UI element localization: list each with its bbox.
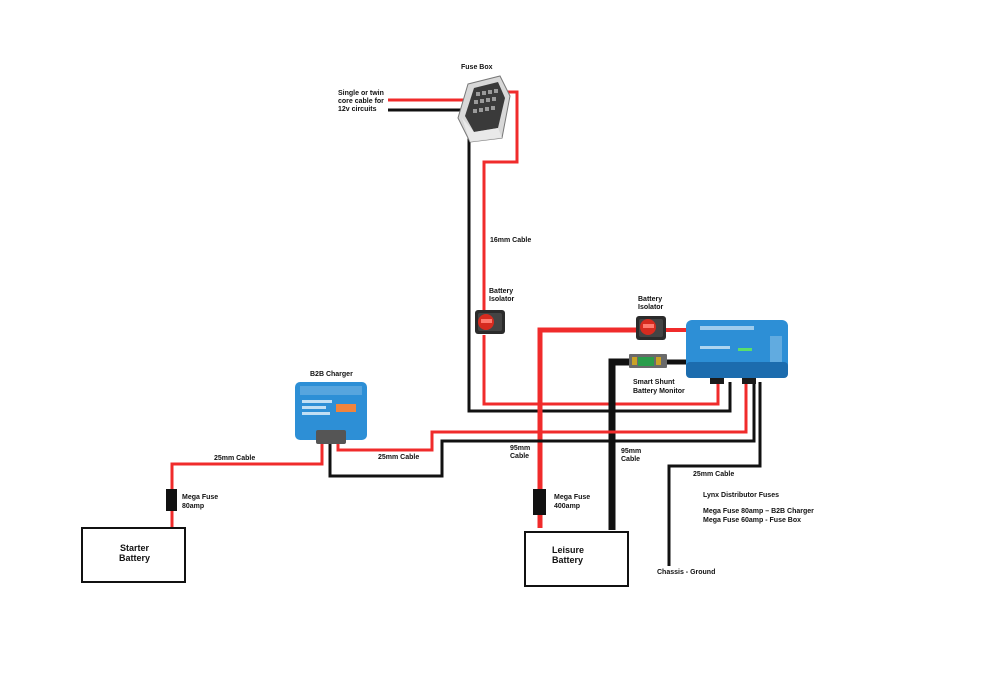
labels: Fuse Box Single or twin core cable for 1… (119, 64, 814, 576)
starter-battery (81, 527, 186, 583)
cable-95mm-left-label-line1: 95mm (510, 445, 530, 452)
leisure-battery-label-line1: Leisure (552, 545, 584, 555)
mega-fuse-400amp (533, 489, 546, 515)
b2b-charger (295, 382, 367, 444)
mega-fuse-right-label-line2: 400amp (554, 503, 580, 510)
battery-isolator-left (475, 310, 505, 334)
wire-b2b-negative (328, 382, 756, 478)
isolator-left-label-line2: Isolator (489, 296, 515, 303)
cable-95mm-right-label-line2: Cable (621, 456, 640, 463)
leisure-battery (524, 531, 629, 587)
cable-25mm-right-label: 25mm Cable (693, 471, 734, 478)
starter-battery-label-line2: Battery (119, 553, 150, 563)
circuit-note-line3: 12v circuits (338, 106, 377, 113)
mega-fuse-80amp (166, 489, 177, 511)
isolator-right-label-line1: Battery (638, 296, 662, 303)
cable-16mm-label: 16mm Cable (490, 237, 531, 244)
cable-25mm-mid-label: 25mm Cable (378, 454, 419, 461)
mega-fuse-left-label-line1: Mega Fuse (182, 494, 218, 501)
wire-95mm-negative (608, 358, 630, 530)
cable-95mm-right-label-line1: 95mm (621, 448, 641, 455)
cable-25mm-left-label: 25mm Cable (214, 455, 255, 462)
wires (170, 90, 762, 566)
lynx-fuses-title: Lynx Distributor Fuses (703, 492, 779, 499)
mega-fuse-right-label-line1: Mega Fuse (554, 494, 590, 501)
circuit-note-line2: core cable for (338, 98, 384, 105)
smart-shunt (629, 354, 667, 368)
isolator-left-label-line1: Battery (489, 288, 513, 295)
leisure-battery-label-line2: Battery (552, 555, 583, 565)
starter-battery-label-line1: Starter (120, 543, 150, 553)
isolator-right-label-line2: Isolator (638, 304, 664, 311)
smart-shunt-label-line2: Battery Monitor (633, 388, 685, 395)
lynx-fuses-line1: Mega Fuse 80amp – B2B Charger (703, 508, 814, 515)
fuse-box (457, 75, 511, 143)
smart-shunt-label-line1: Smart Shunt (633, 379, 675, 386)
lynx-distributor (686, 320, 788, 384)
lynx-fuses-line2: Mega Fuse 60amp - Fuse Box (703, 517, 801, 524)
cable-95mm-left-label-line2: Cable (510, 453, 529, 460)
wire-chassis-ground (667, 382, 762, 566)
b2b-charger-label: B2B Charger (310, 371, 353, 378)
wire-isolator-left-to-lynx (482, 335, 720, 406)
wire-fusebox-positive (482, 90, 519, 312)
wire-b2b-positive (336, 382, 748, 452)
mega-fuse-left-label-line2: 80amp (182, 503, 204, 510)
battery-isolator-right (636, 316, 666, 340)
circuit-note-line1: Single or twin (338, 90, 384, 97)
wire-fusebox-negative (467, 130, 732, 413)
wire-95mm-positive (537, 327, 636, 528)
fuse-box-label: Fuse Box (461, 64, 493, 71)
chassis-ground-label: Chassis - Ground (657, 569, 715, 576)
